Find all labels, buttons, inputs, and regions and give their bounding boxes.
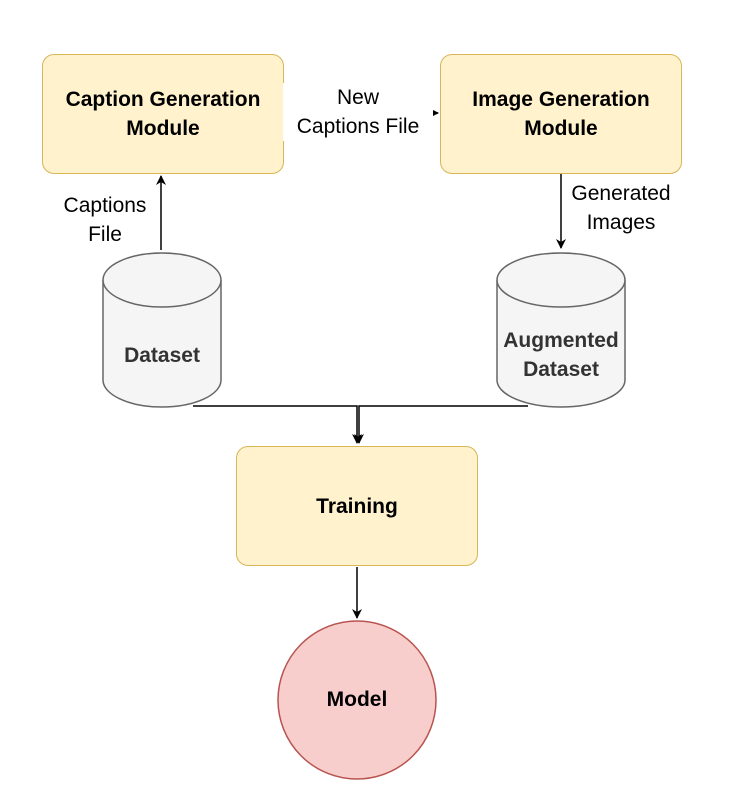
edge-label-captions-file-line1: Captions bbox=[63, 194, 147, 217]
model-node bbox=[277, 620, 437, 780]
model-label: Model bbox=[326, 688, 388, 711]
dataset-cylinder bbox=[102, 252, 222, 408]
edge-label-new-captions: New Captions File bbox=[283, 83, 433, 141]
image-generation-label: Image Generation Module bbox=[472, 88, 650, 140]
edge-label-new-captions-line1: New bbox=[336, 86, 379, 109]
caption-generation-label: Caption Generation Module bbox=[65, 88, 261, 140]
edge-label-generated-images-line2: Images bbox=[586, 211, 656, 234]
training-module: Training bbox=[236, 446, 478, 566]
edge-label-captions-file: Captions File bbox=[52, 191, 158, 249]
edge-dataset-to-training bbox=[193, 405, 362, 444]
dataset-label: Dataset bbox=[124, 344, 200, 367]
edge-label-captions-file-line2: File bbox=[88, 223, 122, 246]
edge-label-new-captions-line2: Captions File bbox=[296, 115, 420, 138]
augmented-dataset-cylinder bbox=[496, 252, 626, 408]
augmented-dataset-label: Augmented Dataset bbox=[503, 329, 619, 381]
training-label: Training bbox=[316, 494, 398, 518]
edge-label-generated-images: Generated Images bbox=[562, 179, 680, 237]
caption-generation-module: Caption Generation Module bbox=[42, 54, 284, 174]
edge-augmented-to-training bbox=[354, 405, 528, 444]
edge-label-generated-images-line1: Generated bbox=[571, 182, 671, 205]
image-generation-module: Image Generation Module bbox=[440, 54, 682, 174]
